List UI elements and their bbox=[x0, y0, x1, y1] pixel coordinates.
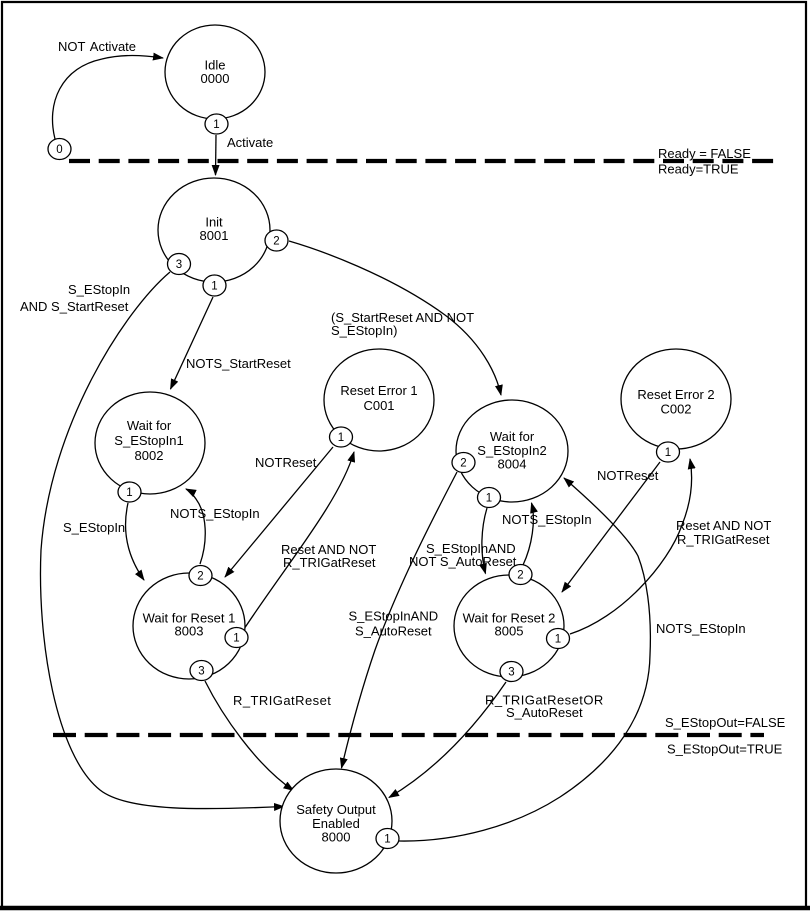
svg-text:NOTS_StartReset: NOTS_StartReset bbox=[186, 356, 291, 371]
svg-text:1: 1 bbox=[211, 281, 217, 293]
svg-text:Reset Error 2: Reset Error 2 bbox=[637, 387, 714, 402]
svg-text:8003: 8003 bbox=[175, 624, 204, 639]
svg-text:8004: 8004 bbox=[498, 457, 527, 472]
svg-text:S_EStopOut=TRUE: S_EStopOut=TRUE bbox=[667, 742, 783, 757]
svg-text:NOT S_AutoReset: NOT S_AutoReset bbox=[409, 554, 517, 569]
svg-text:Reset Error 1: Reset Error 1 bbox=[340, 383, 417, 398]
svg-text:0: 0 bbox=[56, 144, 62, 156]
svg-text:3: 3 bbox=[176, 259, 182, 271]
svg-text:Safety Output: Safety Output bbox=[296, 802, 376, 817]
svg-text:8002: 8002 bbox=[135, 448, 164, 463]
svg-text:S_EStopOut=FALSE: S_EStopOut=FALSE bbox=[665, 715, 786, 730]
svg-text:Ready=TRUE: Ready=TRUE bbox=[658, 162, 739, 177]
svg-text:NOTS_EStopIn: NOTS_EStopIn bbox=[656, 621, 746, 636]
svg-text:S_EStopIn1: S_EStopIn1 bbox=[114, 433, 183, 448]
svg-text:Wait for: Wait for bbox=[490, 429, 535, 444]
svg-text:Ready = FALSE: Ready = FALSE bbox=[658, 146, 751, 161]
svg-text:2: 2 bbox=[460, 458, 466, 470]
svg-text:S_EStopIn: S_EStopIn bbox=[63, 520, 125, 535]
svg-text:1: 1 bbox=[555, 634, 561, 646]
svg-text:S_EStopIn2: S_EStopIn2 bbox=[477, 443, 546, 458]
svg-text:2: 2 bbox=[197, 571, 203, 583]
svg-text:2: 2 bbox=[517, 570, 523, 582]
svg-text:Enabled: Enabled bbox=[312, 816, 360, 831]
svg-text:Wait for: Wait for bbox=[127, 418, 172, 433]
svg-text:C001: C001 bbox=[363, 398, 394, 413]
svg-text:NOTReset: NOTReset bbox=[255, 455, 317, 470]
svg-text:R_TRIGatReset: R_TRIGatReset bbox=[283, 555, 376, 570]
svg-text:3: 3 bbox=[198, 666, 204, 678]
svg-text:3: 3 bbox=[508, 667, 514, 679]
svg-text:1: 1 bbox=[384, 834, 390, 846]
svg-text:S_AutoReset: S_AutoReset bbox=[355, 624, 432, 639]
svg-text:NOTS_EStopIn: NOTS_EStopIn bbox=[170, 506, 260, 521]
svg-text:2: 2 bbox=[273, 236, 279, 248]
svg-text:S_EStopIn): S_EStopIn) bbox=[331, 323, 398, 338]
svg-text:8000: 8000 bbox=[322, 830, 351, 845]
svg-text:8005: 8005 bbox=[495, 624, 524, 639]
svg-text:AND S_StartReset: AND S_StartReset bbox=[20, 299, 129, 314]
svg-text:8001: 8001 bbox=[200, 228, 229, 243]
svg-text:Idle: Idle bbox=[205, 58, 226, 73]
svg-text:Init: Init bbox=[205, 215, 223, 230]
svg-text:(S_StartReset AND NOT: (S_StartReset AND NOT bbox=[331, 310, 474, 325]
svg-text:S_EStopInAND: S_EStopInAND bbox=[349, 609, 439, 624]
svg-text:1: 1 bbox=[233, 633, 239, 645]
svg-text:R_TRIGatReset: R_TRIGatReset bbox=[233, 693, 331, 708]
svg-text:1: 1 bbox=[665, 447, 671, 459]
svg-text:1: 1 bbox=[126, 487, 132, 499]
svg-text:NOTS_EStopIn: NOTS_EStopIn bbox=[502, 512, 592, 527]
svg-text:Wait for Reset 1: Wait for Reset 1 bbox=[143, 611, 236, 626]
svg-text:C002: C002 bbox=[660, 402, 691, 417]
svg-text:S_EStopIn: S_EStopIn bbox=[68, 282, 130, 297]
svg-text:NOTReset: NOTReset bbox=[597, 468, 659, 483]
svg-text:S_EStopInAND: S_EStopInAND bbox=[426, 541, 516, 556]
svg-text:0000: 0000 bbox=[201, 71, 230, 86]
svg-text:1: 1 bbox=[338, 432, 344, 444]
svg-text:Wait for Reset 2: Wait for Reset 2 bbox=[463, 611, 556, 626]
svg-text:Reset AND NOT: Reset AND NOT bbox=[281, 542, 376, 557]
svg-text:R_TRIGatResetOR: R_TRIGatResetOR bbox=[485, 693, 604, 708]
svg-text:NOT Activate: NOT Activate bbox=[58, 39, 136, 54]
svg-text:R_TRIGatReset: R_TRIGatReset bbox=[677, 532, 770, 547]
svg-text:Reset AND NOT: Reset AND NOT bbox=[676, 518, 771, 533]
svg-text:1: 1 bbox=[486, 493, 492, 505]
svg-text:Activate: Activate bbox=[227, 135, 273, 150]
svg-text:1: 1 bbox=[213, 119, 219, 131]
svg-text:S_AutoReset: S_AutoReset bbox=[506, 705, 583, 720]
